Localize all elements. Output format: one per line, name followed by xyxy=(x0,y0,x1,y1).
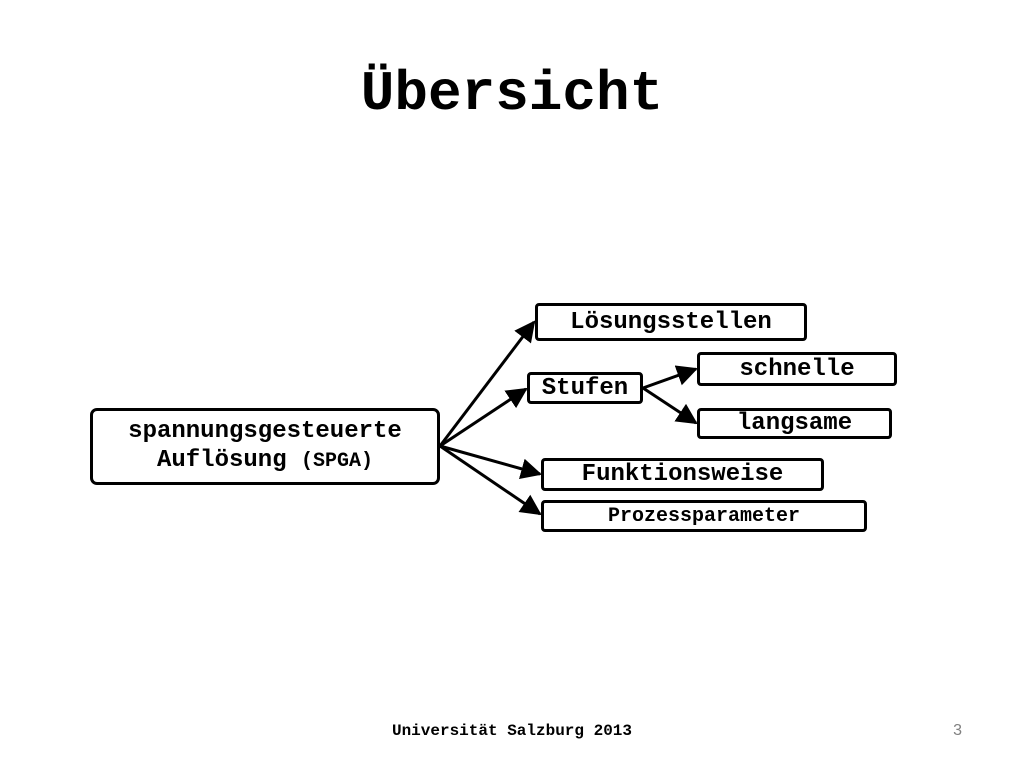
edge-root-funktionsweise xyxy=(439,444,543,480)
root-line1: spannungsgesteuerte xyxy=(128,418,402,445)
edge-root-loesungsstellen xyxy=(438,320,536,447)
node-schnelle: schnelle xyxy=(697,352,897,386)
node-root-spga: spannungsgesteuerte Auflösung (SPGA) xyxy=(90,408,440,485)
edge-stufen-schnelle xyxy=(642,365,698,390)
node-langsame: langsame xyxy=(697,408,892,439)
edge-root-prozessparameter xyxy=(439,444,542,516)
node-loesungsstellen: Lösungsstellen xyxy=(535,303,807,341)
node-funktionsweise: Funktionsweise xyxy=(541,458,824,491)
root-line2: Auflösung xyxy=(156,447,287,474)
root-line2-wrap: Auflösung (SPGA) xyxy=(157,446,373,476)
edge-stufen-langsame xyxy=(642,386,698,425)
root-abbr: (SPGA) xyxy=(301,450,374,473)
node-prozessparameter: Prozessparameter xyxy=(541,500,867,532)
slide-title: Übersicht xyxy=(360,62,664,126)
slide-footer: Universität Salzburg 2013 xyxy=(391,722,633,740)
page-number: 3 xyxy=(953,722,962,739)
node-stufen: Stufen xyxy=(527,372,643,404)
edge-root-stufen xyxy=(439,387,528,448)
